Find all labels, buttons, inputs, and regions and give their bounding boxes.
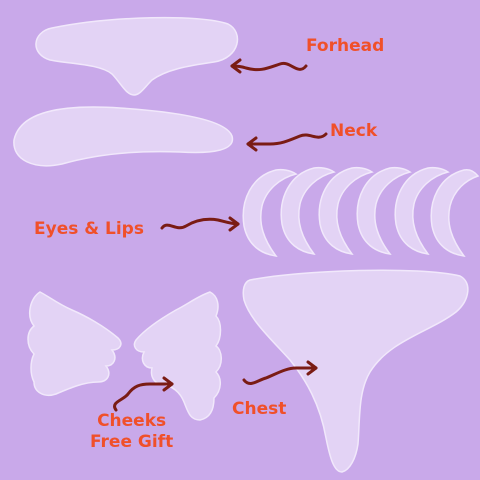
eye-patches <box>242 166 480 257</box>
chest-patch <box>242 269 469 473</box>
cheeks-label-line1: Cheeks <box>97 411 167 431</box>
neck-patch <box>13 106 234 167</box>
forhead-arrow <box>230 58 308 74</box>
cheeks-label-line2: Free Gift <box>90 432 174 452</box>
chest-label: Chest <box>232 399 287 419</box>
eye-patch <box>318 166 374 255</box>
neck-label: Neck <box>330 121 378 141</box>
cheeks-free-gift-label: Cheeks Free Gift <box>90 411 173 453</box>
neck-arrow <box>246 132 328 152</box>
eye-patch <box>394 166 450 255</box>
eye-patch <box>242 168 298 257</box>
cheek-patch-right <box>133 291 222 421</box>
eye-patch <box>356 166 412 255</box>
eyes-lips-label: Eyes & Lips <box>34 219 144 239</box>
eyes-lips-arrow <box>160 216 240 232</box>
cheeks-arrow <box>113 376 174 412</box>
chest-arrow <box>242 360 318 385</box>
cheek-patch-left <box>27 291 122 396</box>
forhead-label: Forhead <box>306 36 385 56</box>
eye-patch <box>280 166 336 255</box>
forehead-patch <box>35 16 239 96</box>
eye-patch <box>430 169 480 257</box>
